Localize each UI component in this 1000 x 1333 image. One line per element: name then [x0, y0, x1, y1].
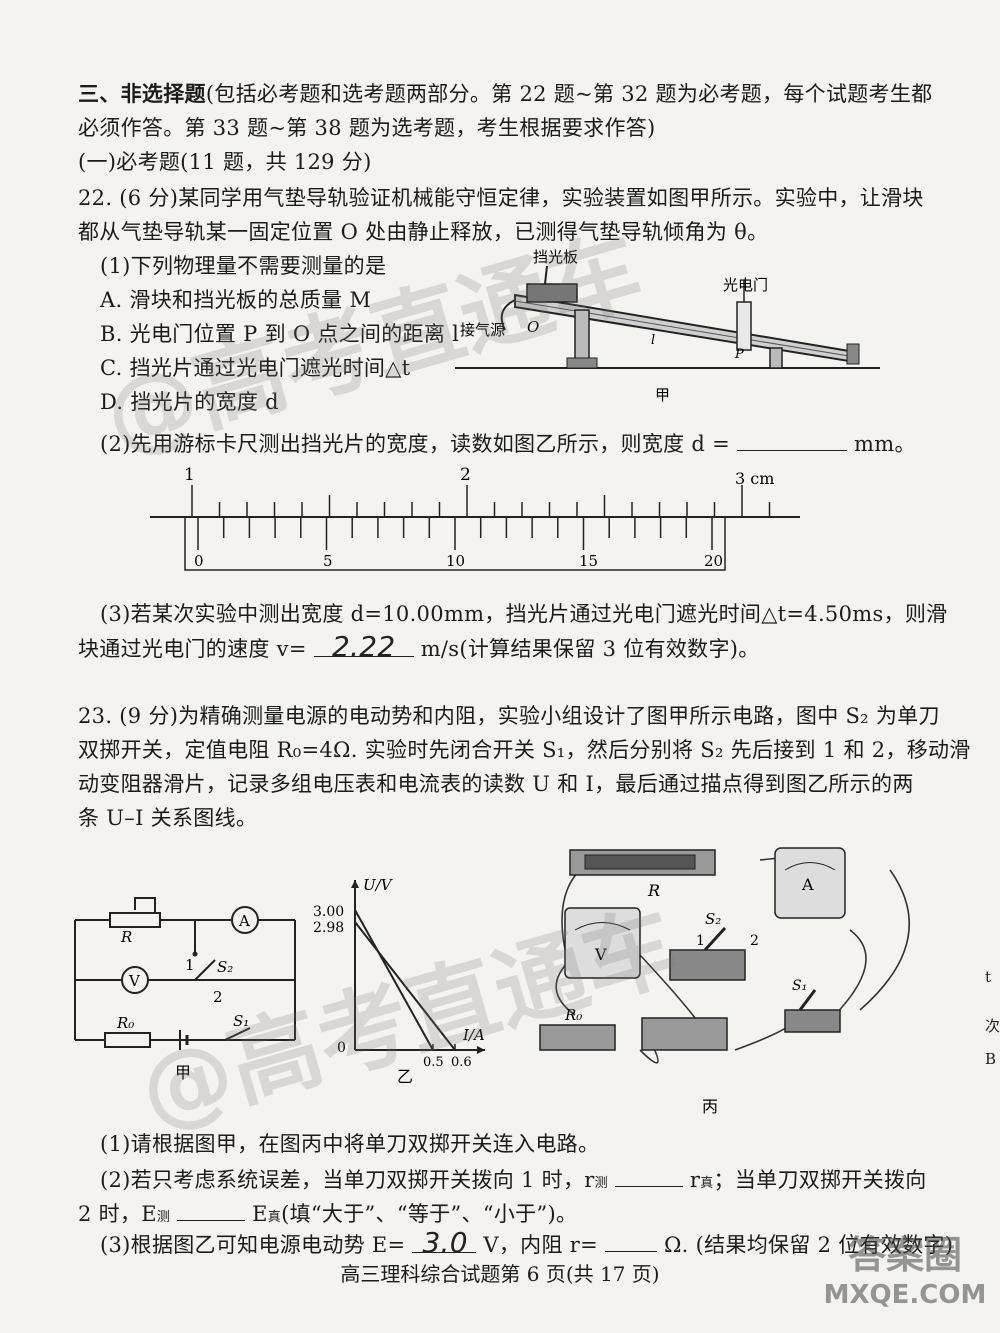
logo-url: MXQE.COM	[823, 1280, 987, 1310]
q22-option-c: C. 挡光片通过光电门遮光时间△t	[100, 356, 411, 380]
switch-s1-label: S₁	[233, 1012, 249, 1030]
vernier-label-20: 20	[704, 552, 723, 570]
graph-y-label: U/V	[363, 876, 394, 894]
q23-part-2-line-2: 2 时，E测 E真(填“大于”、“等于”、“小于”)。	[78, 1200, 578, 1226]
graph-y-tick-300: 3.00	[313, 904, 344, 920]
answer-blank-velocity[interactable]: 2.22	[313, 630, 414, 663]
section-title: 三、非选择题	[78, 81, 206, 106]
q23-part-3: (3)根据图乙可知电源电动势 E= 3.0 V，内阻 r= Ω. (结果均保留 …	[100, 1226, 954, 1259]
ui-graph: U/V I/A 3.00 2.98 0.5 0.6 0 乙	[313, 876, 485, 1086]
svg-text:S₂: S₂	[705, 910, 721, 928]
label-dangguangban: 挡光板	[533, 248, 578, 266]
q23-part-1: (1)请根据图甲，在图丙中将单刀双掷开关连入电路。	[100, 1132, 600, 1156]
q22-stem-1: 22. (6 分)某同学用气垫导轨验证机械能守恒定律，实验装置如图甲所示。实验中…	[78, 186, 924, 210]
margin-char-1: t	[985, 968, 992, 986]
vernier-caliper-figure: 1 2 3 cm 0 5 10 15 20	[150, 465, 800, 571]
voltmeter-label: V	[128, 972, 141, 990]
graph-x-label: I/A	[462, 1026, 485, 1044]
answer-blank-emf[interactable]: 3.0	[412, 1226, 477, 1259]
label-guangdianmen: 光电门	[723, 276, 768, 294]
vernier-label-10: 10	[446, 552, 465, 570]
circuit-diagram: A V R 1 2 S₂ R₀ S₁ 甲	[74, 897, 296, 1082]
photo-caption: 丙	[702, 1097, 718, 1116]
circuit-caption: 甲	[175, 1063, 191, 1082]
svg-text:R₀: R₀	[564, 1006, 582, 1024]
graph-y-tick-298: 2.98	[313, 920, 344, 936]
svg-text:R: R	[647, 881, 660, 900]
svg-text:1: 1	[185, 956, 195, 974]
figure-caption-jia: 甲	[655, 386, 670, 404]
corner-logo: 答案圈 MXQE.COM	[820, 1232, 990, 1324]
answer-blank-e[interactable]	[177, 1200, 246, 1221]
logo-name: 答案圈	[847, 1233, 962, 1277]
svg-text:l: l	[651, 333, 655, 348]
svg-text:2: 2	[213, 988, 223, 1006]
svg-text:P: P	[734, 347, 744, 362]
page-footer: 高三理科综合试题第 6 页(共 17 页)	[340, 1262, 660, 1286]
main-label-3: 3 cm	[735, 469, 774, 488]
svg-text:V: V	[594, 945, 607, 964]
svg-text:1: 1	[696, 933, 705, 949]
vernier-label-0: 0	[194, 552, 204, 570]
q22-part-3-line-2: 块通过光电门的速度 v= 2.22 m/s(计算结果保留 3 位有效数字)。	[78, 630, 760, 663]
q22-part-1: (1)下列物理量不需要测量的是	[100, 254, 387, 278]
q23-part-2-line-1: (2)若只考虑系统误差，当单刀双掷开关拨向 1 时，r测 r真；当单刀双掷开关拨…	[100, 1166, 927, 1192]
q22-stem-2: 都从气垫导轨某一固定位置 O 处由静止释放，已测得气垫导轨倾角为 θ。	[78, 220, 769, 244]
q22-part-3-line-1: (3)若某次实验中测出宽度 d=10.00mm，挡光片通过光电门遮光时间△t=4…	[100, 602, 948, 626]
rheostat-label: R	[120, 928, 132, 946]
section-line-3: (一)必考题(11 题，共 129 分)	[78, 150, 372, 174]
graph-x-tick-05: 0.5	[423, 1055, 444, 1070]
svg-text:O: O	[527, 318, 539, 336]
q22-option-a: A. 滑块和挡光板的总质量 M	[100, 288, 372, 312]
vernier-label-5: 5	[323, 552, 333, 570]
svg-text:2: 2	[750, 933, 759, 949]
r0-label: R₀	[116, 1014, 134, 1032]
q23-stem-2: 双掷开关，定值电阻 R₀=4Ω. 实验时先闭合开关 S₁，然后分别将 S₂ 先后…	[78, 738, 971, 762]
answer-blank-internal-resistance[interactable]	[604, 1231, 657, 1252]
answer-blank-r[interactable]	[614, 1166, 683, 1187]
q23-stem-4: 条 U–I 关系图线。	[78, 806, 258, 830]
svg-text:0: 0	[337, 1040, 346, 1056]
margin-char-3: B	[985, 1050, 997, 1068]
label-jieqiyuan: 接气源	[460, 321, 505, 339]
graph-x-tick-06: 0.6	[451, 1055, 472, 1070]
q22-option-b: B. 光电门位置 P 到 O 点之间的距离 l	[100, 322, 460, 346]
q22-part-2: (2)先用游标卡尺测出挡光片的宽度，读数如图乙所示，则宽度 d = mm。	[100, 430, 916, 456]
q23-stem-1: 23. (9 分)为精确测量电源的电动势和内阻，实验小组设计了图甲所示电路，图中…	[78, 704, 940, 728]
answer-blank-width[interactable]	[737, 430, 848, 451]
svg-text:S₁: S₁	[792, 978, 807, 994]
vernier-label-15: 15	[579, 552, 598, 570]
section-heading: 三、非选择题(包括必考题和选考题两部分。第 22 题~第 32 题为必考题，每个…	[78, 81, 933, 106]
main-label-1: 1	[184, 465, 195, 485]
main-label-2: 2	[460, 465, 471, 485]
air-track-figure: 挡光板 光电门 接气源 O l P 甲	[455, 248, 880, 404]
svg-text:A: A	[801, 875, 814, 894]
q23-stem-3: 动变阻器滑片，记录多组电压表和电流表的读数 U 和 I，最后通过描点得到图乙所示…	[78, 772, 914, 796]
margin-char-2: 次	[985, 1017, 1000, 1035]
switch-s2-label: S₂	[217, 958, 233, 976]
graph-caption: 乙	[397, 1067, 413, 1086]
q22-option-d: D. 挡光片的宽度 d	[100, 390, 279, 414]
section-line-2: 必须作答。第 33 题~第 38 题为选考题，考生根据要求作答)	[78, 116, 656, 140]
ammeter-label: A	[238, 912, 250, 930]
apparatus-photo: R A V S₂ 1 2 S₁ R₀ 丙	[539, 847, 910, 1116]
